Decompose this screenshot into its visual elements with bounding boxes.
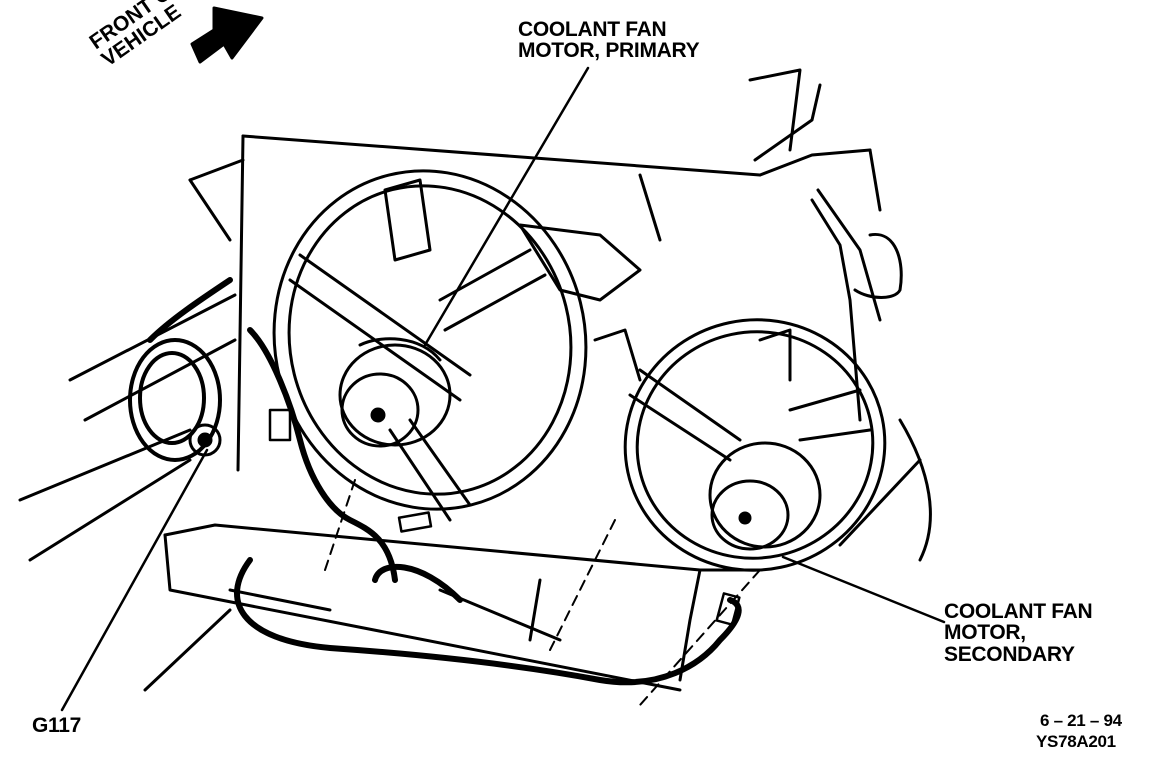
secondary-fan (593, 318, 887, 572)
label-coolant-fan-secondary: COOLANT FAN MOTOR, SECONDARY (944, 600, 1093, 666)
dashed-guides (324, 479, 761, 706)
label-primary-line1: COOLANT FAN (518, 18, 667, 41)
label-ground-text: G117 (32, 714, 82, 737)
left-frame (18, 293, 237, 692)
fan-shroud (188, 68, 882, 472)
primary-fan (272, 169, 588, 522)
wiring-harness (147, 277, 742, 686)
front-arrow-icon (190, 6, 264, 64)
lower-bracket (163, 523, 762, 692)
leader-lines (60, 66, 946, 712)
connectors (268, 408, 741, 626)
label-figure-code: YS78A201 (1036, 732, 1116, 751)
right-edge (838, 233, 932, 562)
label-secondary-line1: COOLANT FAN (944, 600, 1093, 623)
label-secondary-line3: SECONDARY (944, 642, 1075, 666)
label-ground-g117: G117 (32, 715, 81, 736)
harness-loop-left (128, 338, 222, 462)
ground-stud-g117 (188, 423, 222, 457)
label-date: 6 – 21 – 94 (1040, 711, 1122, 730)
primary-fan-motor (338, 337, 452, 448)
label-secondary-line2: MOTOR, (944, 621, 1026, 645)
label-coolant-fan-primary: COOLANT FAN MOTOR, PRIMARY (518, 18, 700, 63)
secondary-fan-motor (708, 441, 822, 551)
label-primary-line2: MOTOR, PRIMARY (518, 39, 700, 63)
